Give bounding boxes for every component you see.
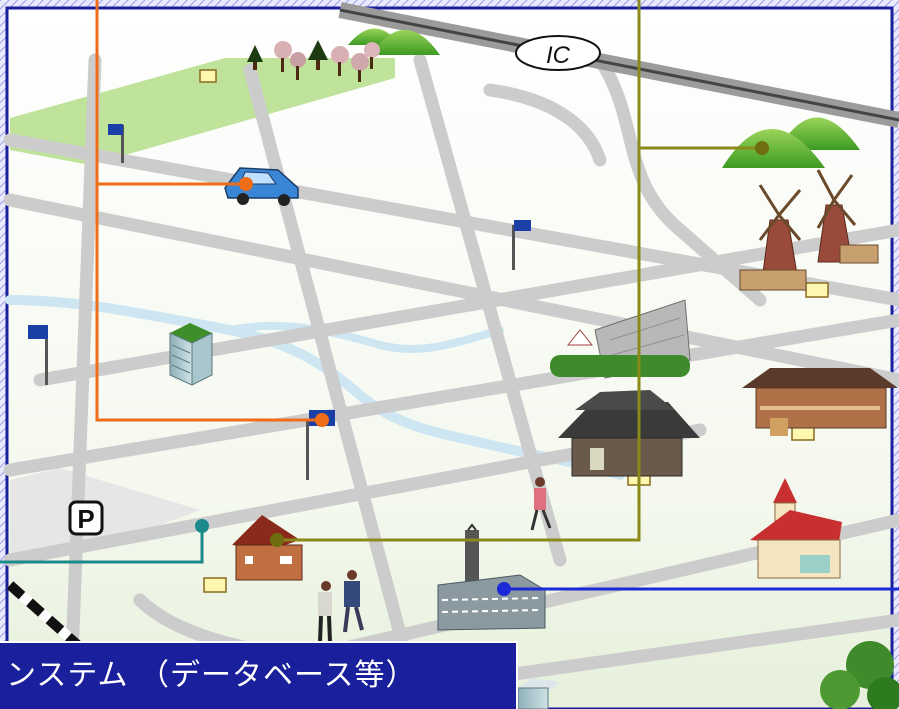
- river: [5, 295, 625, 480]
- bottom-building: [517, 678, 560, 709]
- church: [750, 478, 842, 579]
- parking-area: [10, 468, 200, 560]
- interchange-marker: IC: [515, 35, 601, 71]
- callout-teal: [0, 526, 204, 564]
- olive-dot-hill: [755, 141, 769, 155]
- pedestrians: [318, 477, 552, 643]
- office-building: [169, 323, 213, 386]
- parking-sign: P: [68, 500, 104, 536]
- caption-text: ンステム （データベース等）: [6, 658, 417, 693]
- park-trees: [247, 40, 380, 82]
- callout-orange: [95, 0, 322, 422]
- teal-dot: [195, 519, 209, 533]
- park-area: [10, 58, 395, 165]
- windmills: [739, 169, 879, 291]
- orange-dot-car: [239, 177, 253, 191]
- shrine: [558, 390, 700, 477]
- hills-right: [722, 117, 860, 168]
- orange-dot-flag: [315, 413, 329, 427]
- river-branch: [226, 322, 504, 353]
- castle-ruins: [550, 299, 691, 379]
- callout-olive: [277, 0, 762, 542]
- trees-bottom-right: [820, 641, 899, 709]
- hills-top: [348, 28, 440, 55]
- olive-dot-house: [270, 533, 284, 547]
- interchange-label: IC: [546, 42, 571, 69]
- caption-bar: ンステム （データベース等）: [0, 641, 518, 709]
- highway-edge: [339, 8, 899, 122]
- parking-label: P: [77, 504, 94, 534]
- blue-dot-factory: [497, 582, 511, 596]
- temple: [742, 368, 898, 436]
